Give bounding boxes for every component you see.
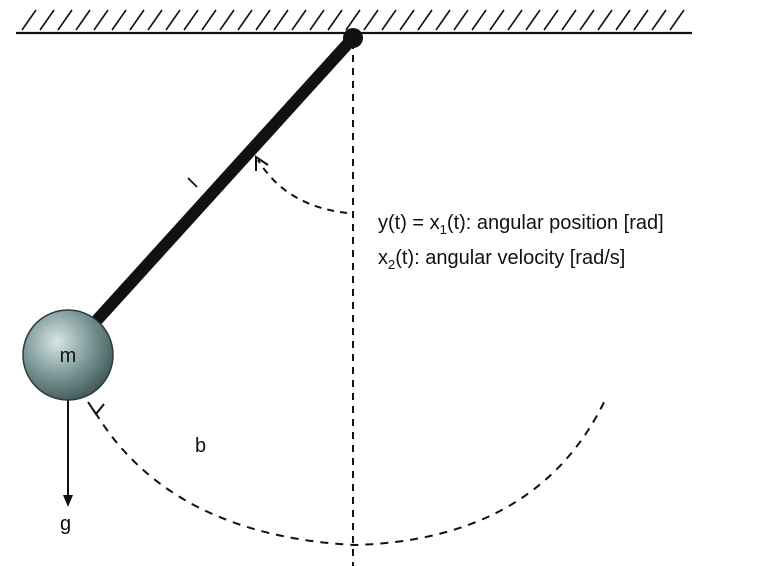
legend-line2-lhs: x (378, 247, 388, 269)
hatch-mark (201, 9, 217, 31)
hatch-mark (129, 9, 145, 31)
hatch-mark (471, 9, 487, 31)
hatch-mark (219, 9, 235, 31)
hatch-mark (543, 9, 559, 31)
gravity-arrowhead (63, 495, 73, 507)
hatch-mark (273, 9, 289, 31)
length-letter: l (176, 173, 180, 195)
damping-label: b (195, 435, 206, 457)
hatch-mark (327, 9, 343, 31)
legend-line-angular-position: y(t) = x1(t): angular position [rad] (378, 212, 664, 237)
hatch-mark (633, 9, 649, 31)
legend-line2-subscript: 2 (388, 257, 395, 272)
damping-arc (94, 395, 608, 547)
hatch-mark (561, 9, 577, 31)
legend-line1-subscript: 1 (440, 222, 447, 237)
hatch-mark (147, 9, 163, 31)
hatch-mark (507, 9, 523, 31)
angle-arc (257, 159, 348, 214)
hatch-mark (363, 9, 379, 31)
mass-label: m (60, 345, 77, 367)
angle-arrowhead (255, 155, 269, 171)
legend-line2-rhs: (t): angular velocity [rad/s] (395, 247, 625, 269)
length-label (187, 177, 198, 188)
pendulum-rod (82, 32, 359, 336)
hatch-mark (525, 9, 541, 31)
hatch-mark (21, 9, 37, 31)
hatch-mark (111, 9, 127, 31)
hatch-mark (39, 9, 55, 31)
hatch-mark (291, 9, 307, 31)
gravity-label: g (60, 513, 71, 535)
hatch-mark (75, 9, 91, 31)
hatch-mark (399, 9, 415, 31)
hatch-mark (453, 9, 469, 31)
hatch-mark (615, 9, 631, 31)
hatch-mark (435, 9, 451, 31)
hatch-mark (255, 9, 271, 31)
hatch-mark (489, 9, 505, 31)
legend-line1-rhs: (t): angular position [rad] (447, 212, 664, 234)
legend-line-angular-velocity: x2(t): angular velocity [rad/s] (378, 247, 625, 272)
pendulum-bob (22, 309, 114, 401)
hatch-mark (669, 9, 685, 31)
hatch-mark (597, 9, 613, 31)
hatch-mark (417, 9, 433, 31)
hatch-mark (651, 9, 667, 31)
hatch-mark (93, 9, 109, 31)
hatch-mark (381, 9, 397, 31)
hatch-mark (183, 9, 199, 31)
hatch-mark (237, 9, 253, 31)
state-legend: y(t) = x1(t): angular position [rad] x2(… (378, 212, 664, 272)
legend-line1-lhs: y(t) = x (378, 212, 440, 234)
ceiling-hatch (21, 9, 685, 31)
hatch-mark (579, 9, 595, 31)
hatch-mark (309, 9, 325, 31)
damping-arrowhead (87, 401, 105, 416)
hatch-mark (57, 9, 73, 31)
hatch-mark (165, 9, 181, 31)
hatch-mark (345, 9, 361, 31)
